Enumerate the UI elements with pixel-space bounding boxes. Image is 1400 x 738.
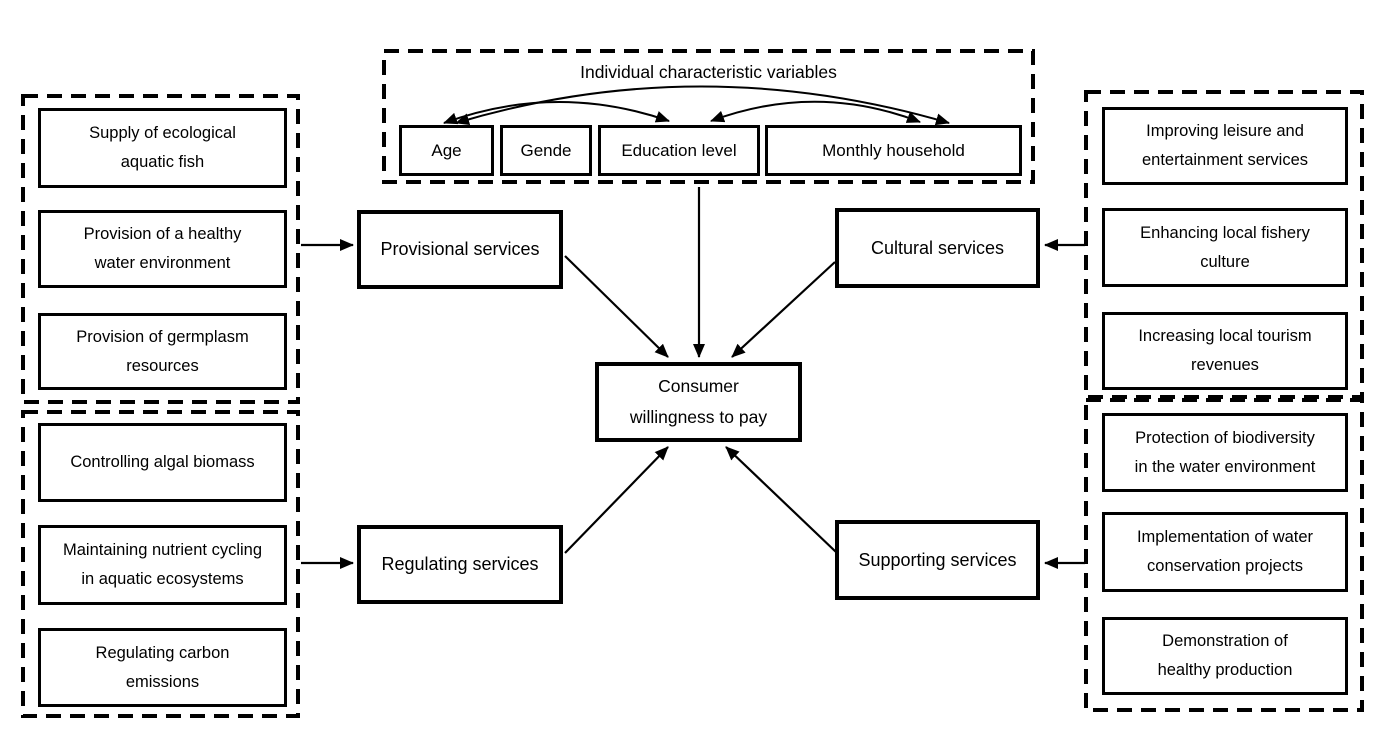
node-cultural-services: Cultural services — [835, 208, 1040, 288]
variable-box-age: Age — [399, 125, 494, 176]
arrow-provisional-to-wtp — [564, 255, 669, 358]
box-increasing-local-tourism-revenues: Increasing local tourism revenues — [1102, 312, 1348, 390]
box-implementation-water-conservation: Implementation of water conservation pro… — [1102, 512, 1348, 592]
box-improving-leisure-entertainment: Improving leisure and entertainment serv… — [1102, 107, 1348, 185]
individual-variables-title: Individual characteristic variables — [580, 62, 837, 82]
box-provision-germplasm-resources: Provision of germplasm resources — [38, 313, 287, 390]
variable-box-gender: Gende — [500, 125, 592, 176]
box-supply-ecological-aquatic-fish: Supply of ecological aquatic fish — [38, 108, 287, 188]
box-demonstration-healthy-production: Demonstration of healthy production — [1102, 617, 1348, 695]
arrow-age-education-level — [443, 101, 670, 125]
variable-box-monthly-household: Monthly household — [765, 125, 1022, 176]
box-regulating-carbon-emissions: Regulating carbon emissions — [38, 628, 287, 707]
arrow-age-monthly-household — [455, 85, 950, 126]
node-provisional-services: Provisional services — [357, 210, 563, 289]
node-regulating-services: Regulating services — [357, 525, 563, 604]
box-protection-of-biodiversity: Protection of biodiversity in the water … — [1102, 413, 1348, 492]
variable-box-education-level: Education level — [598, 125, 760, 176]
node-supporting-services: Supporting services — [835, 520, 1040, 600]
arrow-cultural-to-wtp — [731, 261, 836, 358]
box-enhancing-local-fishery-culture: Enhancing local fishery culture — [1102, 208, 1348, 287]
box-provision-healthy-water-environment: Provision of a healthy water environment — [38, 210, 287, 288]
arrow-regulating-to-wtp — [564, 446, 669, 554]
box-maintaining-nutrient-cycling: Maintaining nutrient cycling in aquatic … — [38, 525, 287, 605]
node-consumer-willingness-to-pay: Consumer willingness to pay — [595, 362, 802, 442]
arrow-supporting-to-wtp — [725, 446, 837, 553]
box-controlling-algal-biomass: Controlling algal biomass — [38, 423, 287, 502]
arrow-education-monthly-household — [710, 100, 921, 123]
